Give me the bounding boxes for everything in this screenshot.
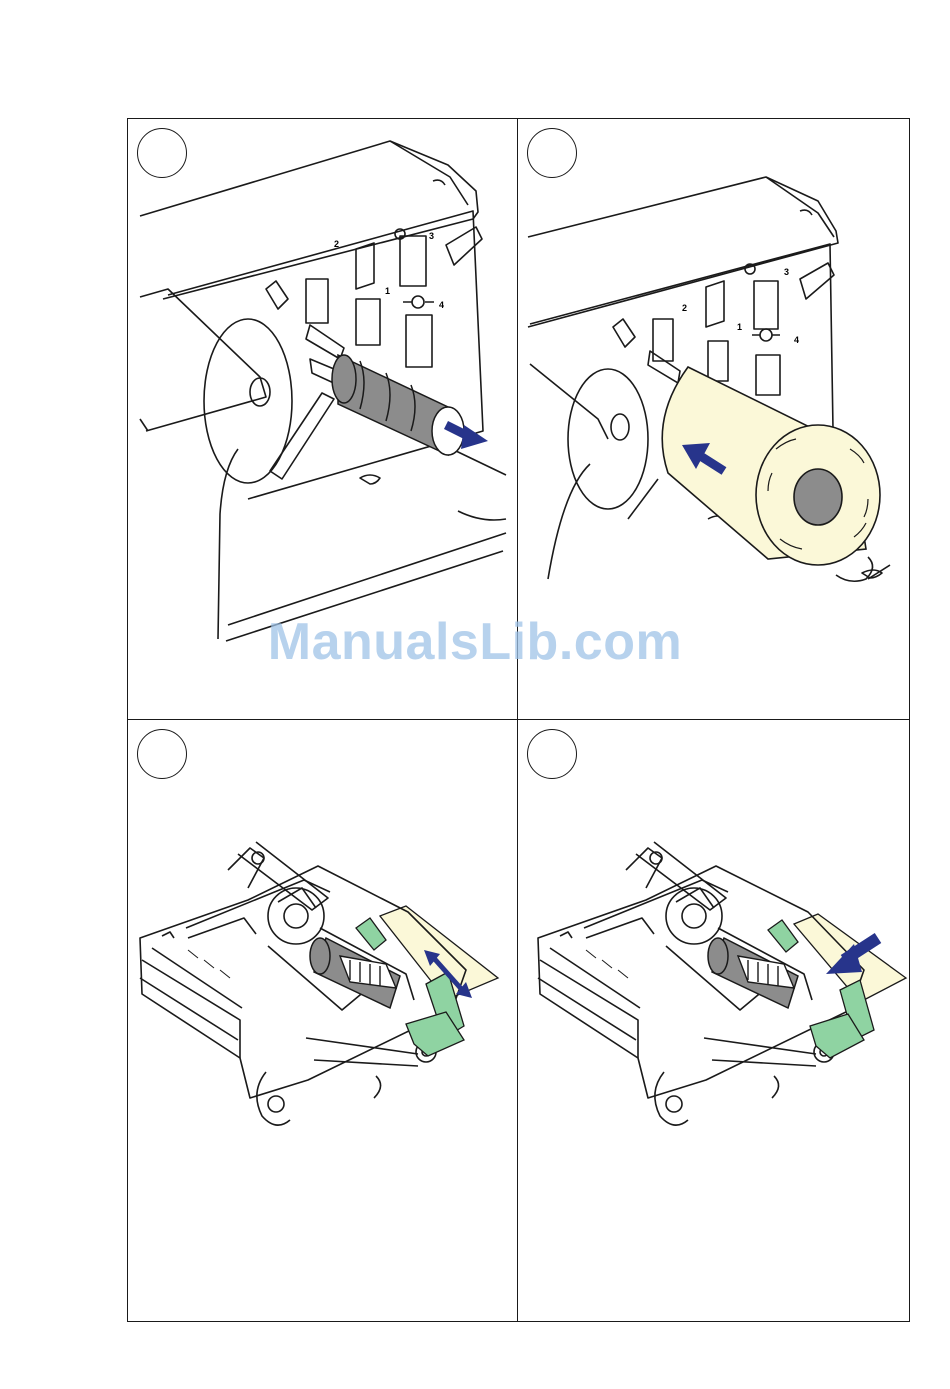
instruction-grid: 2 1 3 4 [127,118,910,1322]
slot-label: 1 [737,322,742,332]
slot-label: 3 [429,231,434,241]
roll-core [332,355,464,455]
print-mechanism [140,842,466,1125]
slot-label: 4 [794,335,799,345]
left-arm [140,289,266,431]
step-3-illustration [128,720,517,1323]
step-4-panel [518,720,911,1323]
step-3-panel [128,720,517,1323]
step-4-illustration [518,720,911,1323]
slot-label: 2 [334,239,339,249]
watermark: ManualsLib.com [0,612,950,672]
slot-label: 3 [784,267,789,277]
slot-label: 4 [439,300,444,310]
print-mechanism [538,842,864,1125]
slot-label: 1 [385,286,390,296]
housing-top-edge [140,141,478,299]
slot-label: 2 [682,303,687,313]
